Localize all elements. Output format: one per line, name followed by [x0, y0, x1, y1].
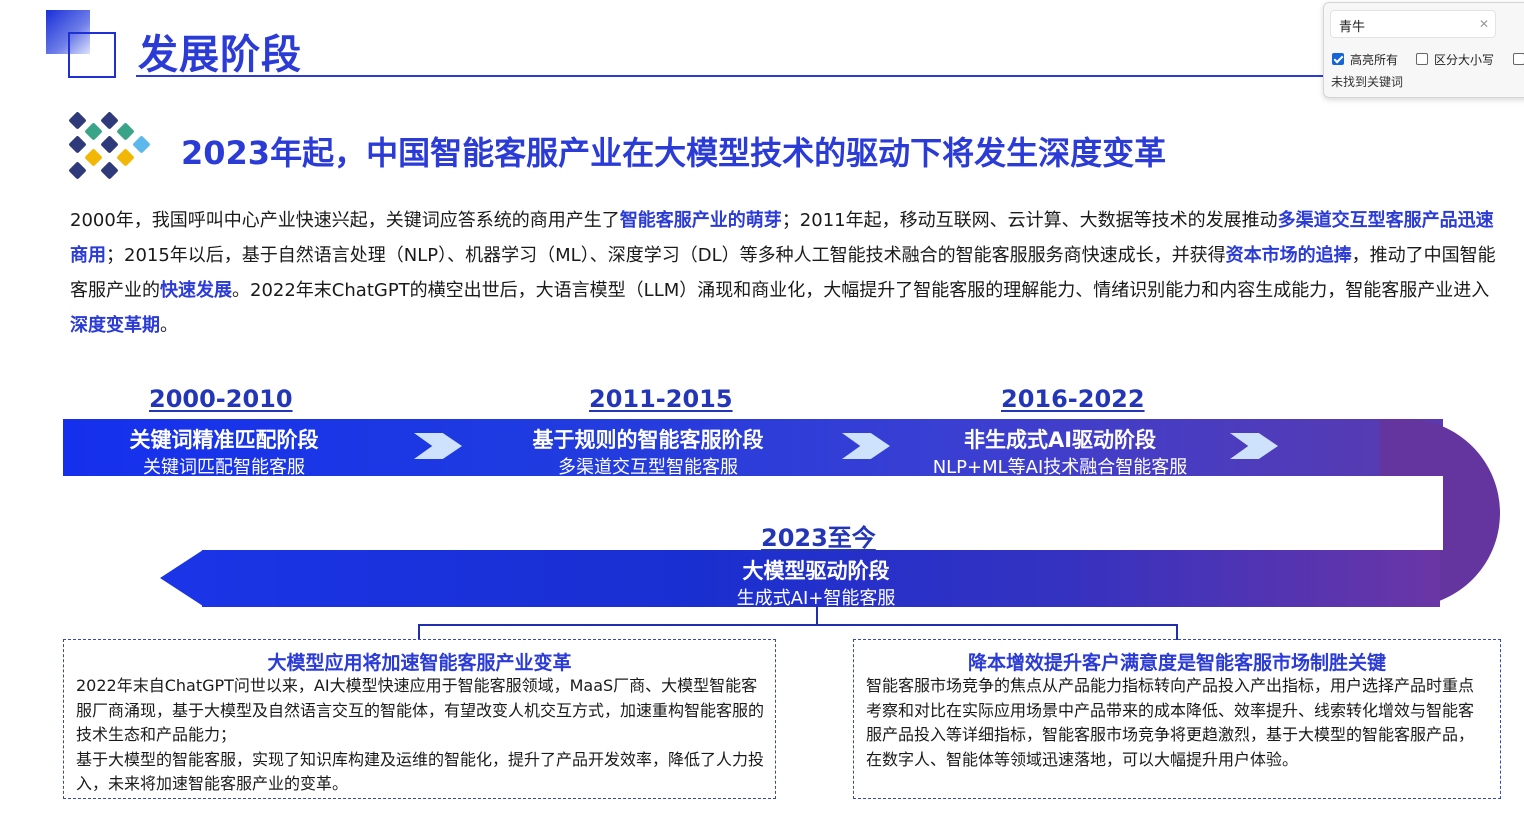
- box-title: 降本增效提升客户满意度是智能客服市场制胜关键: [967, 652, 1386, 674]
- stage-title: 关键词精准匹配阶段: [129, 428, 319, 452]
- intro-highlight: 智能客服产业的萌芽: [619, 210, 782, 231]
- logo-diamonds-icon: [68, 111, 152, 184]
- highlight-all-label: 高亮所有: [1350, 53, 1399, 67]
- stage-subtitle: 多渠道交互型智能客服: [558, 457, 738, 478]
- intro-text: 2000年，我国呼叫中心产业快速兴起，关键词应答系统的商用产生了: [70, 210, 620, 231]
- intro-highlight: 资本市场的追捧: [1225, 245, 1352, 266]
- connector-line: [418, 624, 420, 640]
- connector-line: [1176, 624, 1178, 640]
- intro-highlight: 深度变革期: [70, 315, 160, 336]
- timeline-arrowhead: [160, 550, 203, 606]
- stage-title: 大模型驱动阶段: [742, 559, 890, 583]
- section-subtitle: 2023年起，中国智能客服产业在大模型技术的驱动下将发生深度变革: [181, 134, 1167, 172]
- connector-line: [418, 624, 1178, 626]
- stage-subtitle: 关键词匹配智能客服: [143, 457, 305, 478]
- intro-text: ，推动了中国智能客服产业的: [70, 245, 1496, 301]
- stage-subtitle: NLP+ML等AI技术融合智能客服: [932, 457, 1188, 478]
- title-corner-frame: [68, 32, 116, 78]
- intro-highlight: 快速发展: [160, 280, 232, 301]
- box-title: 大模型应用将加速智能客服产业变革: [267, 652, 572, 674]
- uturn-mask: [1380, 476, 1443, 550]
- box-text: 2022年末自ChatGPT问世以来，AI大模型快速应用于智能客服领域，MaaS…: [76, 674, 766, 797]
- intro-text: 。: [160, 315, 178, 336]
- stage-year: 2016-2022: [1001, 385, 1145, 413]
- stage-year: 2011-2015: [589, 385, 733, 413]
- box-paragraph: 基于大模型的智能客服，实现了知识库构建及运维的智能化，提升了产品开发效率，降低了…: [76, 749, 765, 794]
- timeline-band-bottom: [202, 550, 1440, 607]
- match-case-label: 区分大小写: [1434, 53, 1495, 67]
- box-text: 智能客服市场竞争的焦点从产品能力指标转向产品投入产出指标，用户选择产品时重点考察…: [866, 676, 1475, 769]
- stage-year: 2000-2010: [149, 385, 293, 413]
- match-case-checkbox[interactable]: [1416, 53, 1428, 65]
- stage-subtitle: 生成式AI+智能客服: [736, 588, 896, 609]
- intro-text: ；2011年起，移动互联网、云计算、大数据等技术的发展推动: [781, 210, 1278, 231]
- box-paragraph: 2022年末自ChatGPT问世以来，AI大模型快速应用于智能客服领域，MaaS…: [76, 676, 765, 744]
- intro-paragraph: 2000年，我国呼叫中心产业快速兴起，关键词应答系统的商用产生了智能客服产业的萌…: [70, 203, 1502, 343]
- stage-title: 非生成式AI驱动阶段: [963, 428, 1157, 452]
- whole-word-checkbox[interactable]: [1513, 53, 1524, 65]
- stage-title: 基于规则的智能客服阶段: [532, 428, 764, 452]
- timeline-band-top: [63, 419, 1443, 476]
- intro-text: ；2015年以后，基于自然语言处理（NLP）、机器学习（ML）、深度学习（DL）…: [106, 245, 1226, 266]
- connector-line: [816, 607, 818, 625]
- info-box-left: [63, 639, 776, 799]
- intro-text: 。2022年末ChatGPT的横空出世后，大语言模型（LLM）涌现和商业化，大幅…: [232, 280, 1490, 301]
- find-search-input[interactable]: 青牛: [1330, 10, 1496, 38]
- page-title: 发展阶段: [138, 32, 302, 78]
- clear-icon[interactable]: ✕: [1479, 17, 1490, 31]
- stage-year: 2023至今: [761, 524, 876, 552]
- intro-highlight: 多渠道交互型客服产品迅速商用: [70, 210, 1494, 266]
- title-underline: [136, 75, 1326, 77]
- highlight-all-checkbox[interactable]: [1332, 53, 1344, 65]
- find-status: 未找到关键词: [1331, 75, 1404, 89]
- info-box-right: [853, 639, 1501, 799]
